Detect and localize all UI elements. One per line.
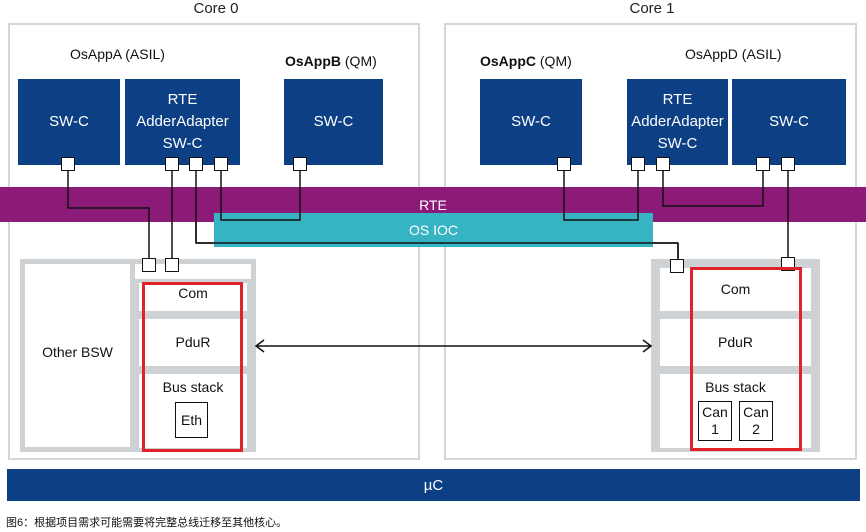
port-swc-a — [61, 157, 75, 171]
os-ioc-bar: OS IOC — [214, 213, 653, 247]
bus-stack-core1: Bus stack — [656, 370, 815, 452]
swc-osappa: SW-C — [18, 79, 120, 165]
can1-line2: 1 — [711, 421, 719, 437]
port-swc-d-1 — [756, 157, 770, 171]
core0-title: Core 0 — [193, 0, 239, 17]
port-swc-b — [293, 157, 307, 171]
can2-line2: 2 — [752, 421, 760, 437]
port-swc-d-2 — [781, 157, 795, 171]
bsw-divider-core0 — [130, 259, 135, 452]
figure-caption: 图6：根据项目需求可能需要将完整总线迁移至其他核心。 — [6, 517, 288, 529]
adapter-line-3: SW-C — [657, 135, 698, 152]
bus-stack-label: Bus stack — [705, 379, 766, 395]
microcontroller-bar: µC — [7, 469, 860, 501]
pdur-module-core0: PduR — [135, 315, 251, 370]
port-com-core1-1 — [670, 259, 684, 273]
swc-osappb: SW-C — [284, 79, 383, 165]
swc-osappd: SW-C — [732, 79, 846, 165]
adapter-line-3: SW-C — [162, 135, 203, 152]
port-swc-c — [557, 157, 571, 171]
core1-title: Core 1 — [629, 0, 675, 17]
can2-line1: Can — [743, 404, 769, 420]
swc-osappc: SW-C — [480, 79, 582, 165]
can1-driver: Can 1 — [698, 401, 732, 441]
pdur-module-core1: PduR — [656, 315, 815, 370]
port-adapter-a-2 — [189, 157, 203, 171]
com-module-core0: Com — [135, 279, 251, 315]
highlight-box-core0 — [142, 282, 243, 452]
port-adapter-a-3 — [214, 157, 228, 171]
port-adapter-d-1 — [631, 157, 645, 171]
eth-driver: Eth — [175, 402, 208, 438]
osappc-name: OsAppC — [480, 53, 536, 69]
osappa-label: OsAppA (ASIL) — [70, 46, 165, 62]
highlight-box-core1 — [690, 267, 802, 451]
port-com-core0-1 — [142, 258, 156, 272]
can1-line1: Can — [702, 404, 728, 420]
can2-driver: Can 2 — [739, 401, 773, 441]
osappb-label: OsAppB (QM) — [285, 53, 377, 69]
port-adapter-a-1 — [165, 157, 179, 171]
com-module-core1: Com — [656, 264, 815, 315]
port-adapter-d-2 — [656, 157, 670, 171]
osappd-label: OsAppD (ASIL) — [685, 46, 782, 62]
bus-stack-label: Bus stack — [162, 379, 224, 395]
adapter-line-2: AdderAdapter — [631, 113, 724, 130]
port-com-core0-2 — [165, 258, 179, 272]
adapter-line-1: RTE — [662, 91, 693, 108]
osappb-tag: (QM) — [341, 53, 377, 69]
adapter-line-2: AdderAdapter — [136, 113, 229, 130]
adapter-line-1: RTE — [167, 91, 198, 108]
rte-adder-adapter-swc-core0: RTE AdderAdapter SW-C — [125, 79, 240, 165]
osappc-tag: (QM) — [536, 53, 572, 69]
osappc-label: OsAppC (QM) — [480, 53, 572, 69]
rte-adder-adapter-swc-core1: RTE AdderAdapter SW-C — [627, 79, 728, 165]
other-bsw-label: Other BSW — [42, 344, 113, 360]
osappb-name: OsAppB — [285, 53, 341, 69]
